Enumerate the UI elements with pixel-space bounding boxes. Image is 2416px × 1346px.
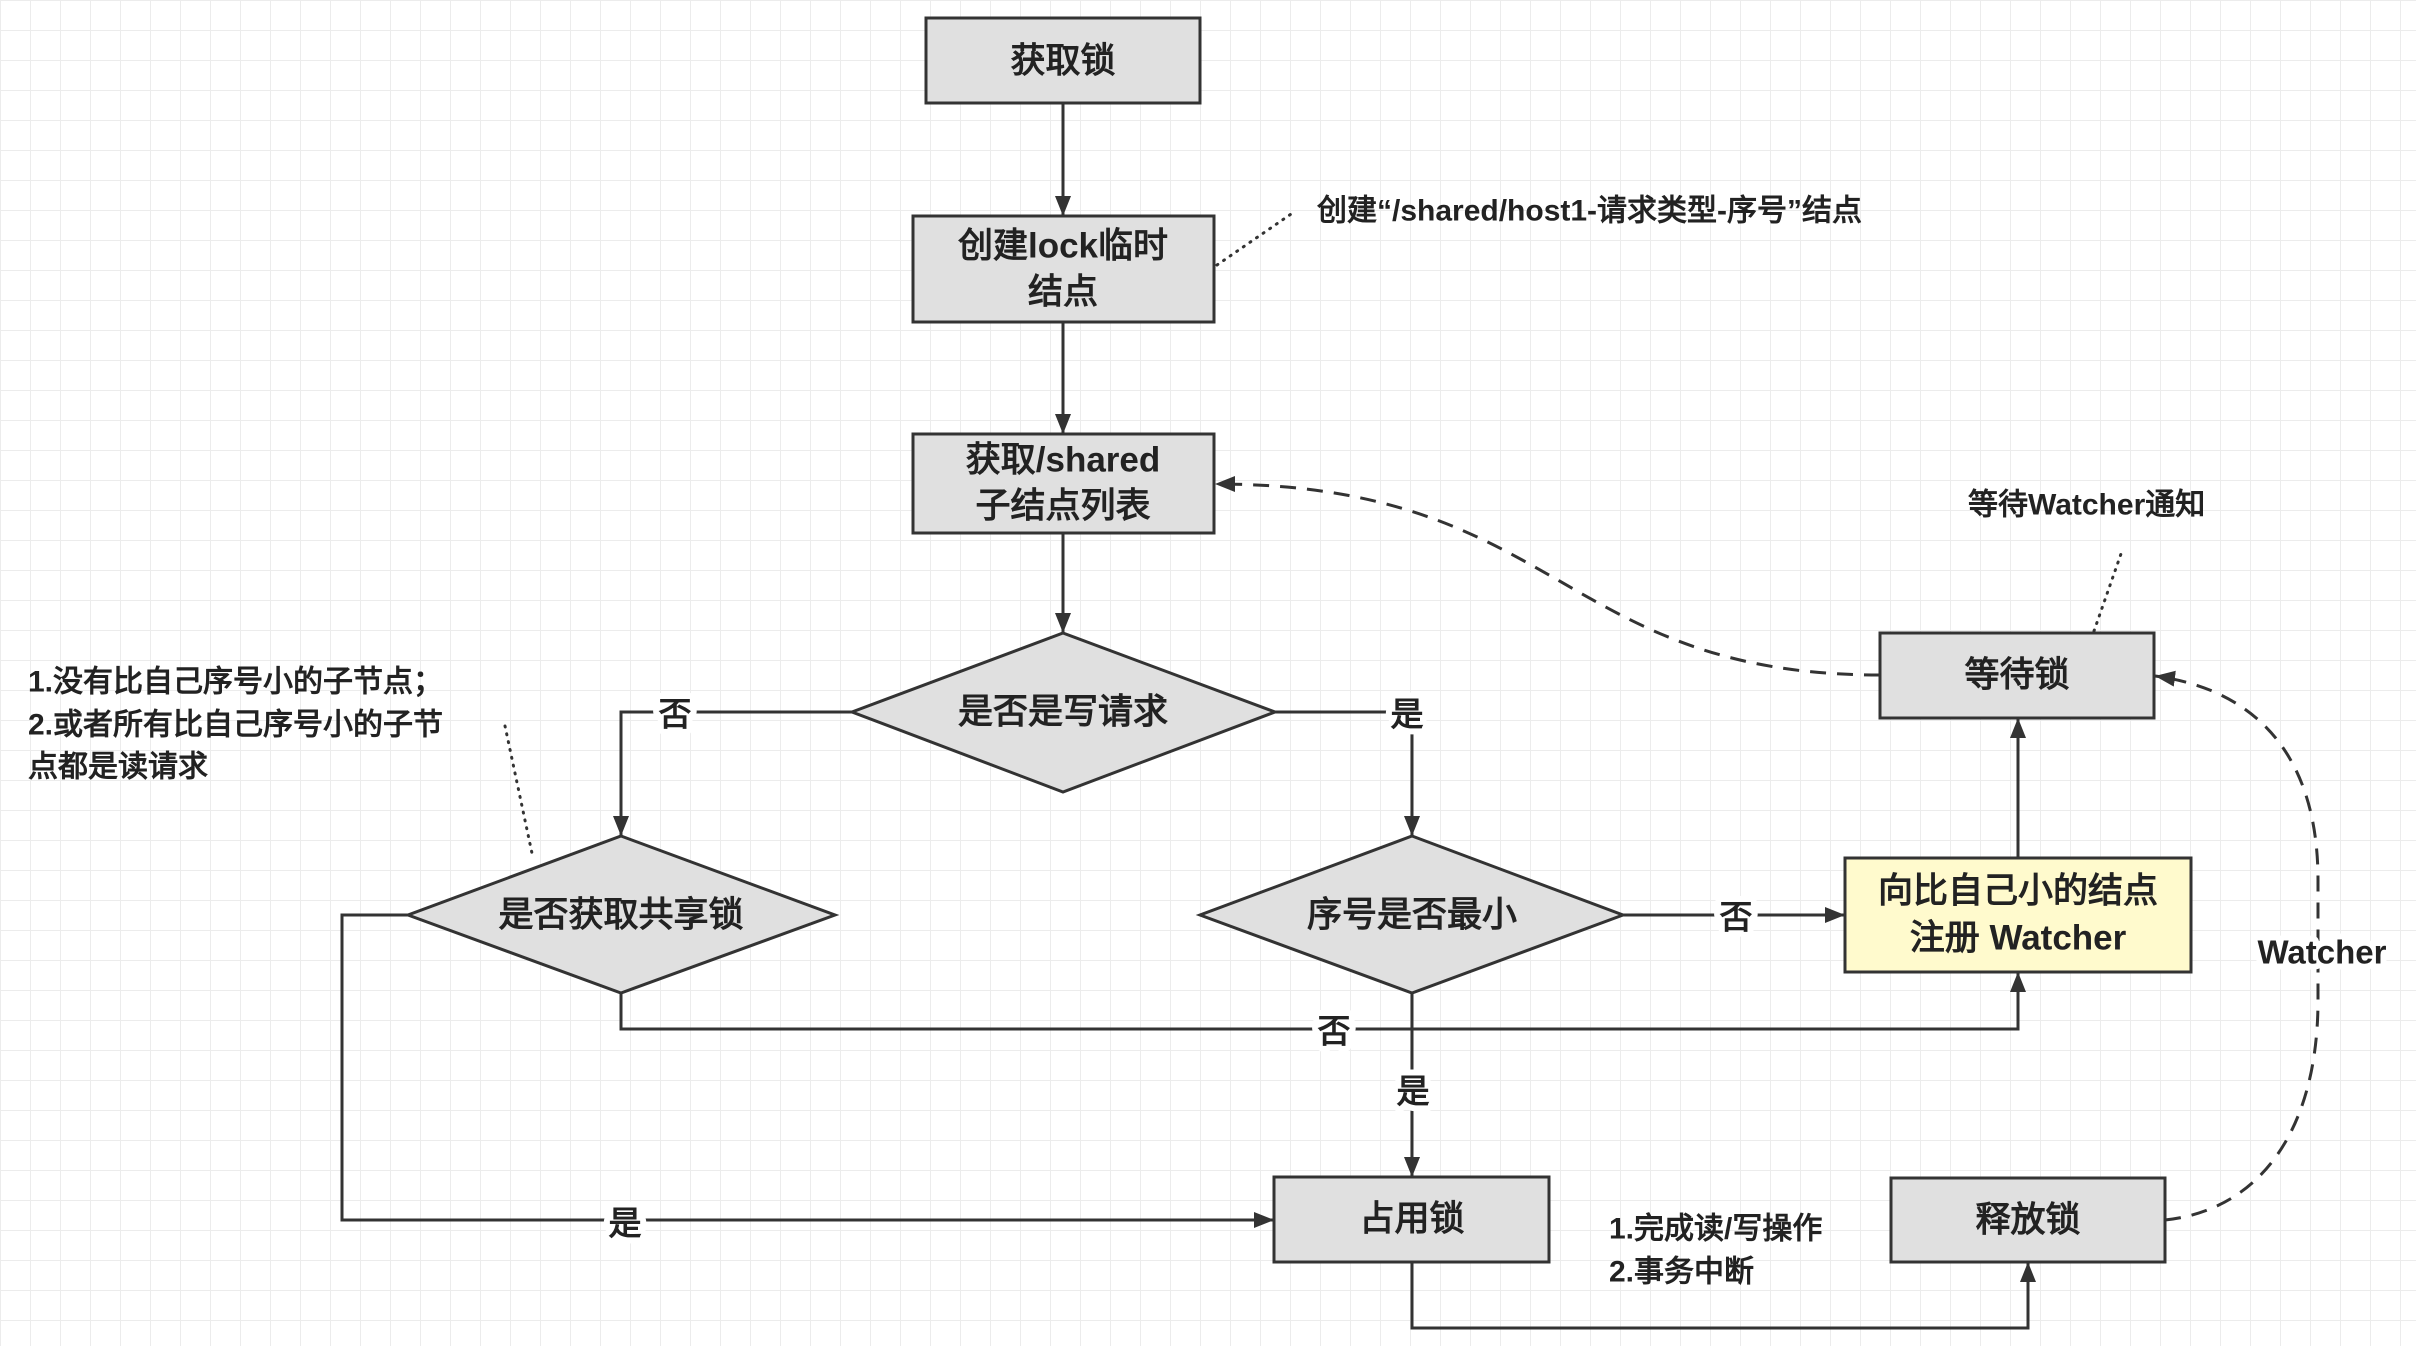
edge-label-shared-yes: 是 [609,1205,642,1242]
decision-is-write-request-label: 是否是写请求 [958,693,1168,732]
node-release-lock: 释放锁 [1889,1176,2167,1264]
edge-write-yes [1275,710,1420,836]
edge-label-shared-no: 否 [1318,1013,1351,1050]
edge-label-write-no: 否 [659,696,692,733]
node-hold-lock: 占用锁 [1272,1175,1551,1264]
annotation-create-node: 创建“/shared/host1-请求类型-序号”结点 [1316,194,1862,228]
annotation-shared-condition-line3: 点都是读请求 [28,751,208,784]
node-acquire-lock-label: 获取锁 [1010,42,1115,81]
decision-is-shared-lock-label: 是否获取共享锁 [498,896,743,935]
annotation-release-line2: 2.事务中断 [1609,1256,1754,1289]
shared-condition-note-connector [503,724,535,860]
node-register-watcher-label-line1: 向比自己小的结点 [1878,872,2158,911]
node-register-watcher-label-line2: 注册 Watcher [1910,919,2127,958]
node-create-node-label-line2: 结点 [1028,273,1098,312]
edge-write-no [613,710,852,836]
node-release-lock-box [1889,1176,2167,1264]
decision-is-write-request-diamond [847,631,1280,794]
annotation-release-line1: 1.完成读/写操作 [1609,1212,1822,1246]
edge-label-smallest-yes: 是 [1397,1073,1430,1110]
node-register-watcher-box [1843,856,2193,974]
edge-label-write-yes: 是 [1391,696,1424,733]
annotation-shared-condition-line1: 1.没有比自己序号小的子节点； [28,665,443,699]
node-wait-lock-label: 等待锁 [1964,656,2069,695]
decision-is-shared-lock: 是否获取共享锁 [403,834,840,995]
node-get-children-label-line1: 获取/shared [966,441,1161,480]
node-create-node-box [911,214,1216,324]
node-hold-lock-label: 占用锁 [1359,1200,1464,1239]
node-get-children-box [911,432,1216,535]
create-note-connector [1215,210,1296,267]
edge-label-smallest-no: 否 [1720,899,1753,936]
node-acquire-lock-box [924,16,1202,105]
edge-release-to-wait [2154,670,2320,1222]
node-create-node: 创建lock临时 结点 [911,214,1216,324]
annotation-wait-watcher: 等待Watcher通知 [1968,488,2205,522]
edge-label-release-watcher: Watcher [2258,934,2387,971]
node-create-node-label-line1: 创建lock临时 [957,227,1168,266]
decision-is-smallest: 序号是否最小 [1195,834,1628,995]
wait-note-connector [2092,549,2124,633]
node-get-children-label-line2: 子结点列表 [975,487,1150,526]
edge-shared-yes [340,913,1274,1228]
decision-is-smallest-diamond [1195,834,1628,995]
decision-is-smallest-label: 序号是否最小 [1307,896,1517,935]
node-hold-lock-box [1272,1175,1551,1264]
edge-shared-no [619,972,2026,1031]
node-get-children: 获取/shared 子结点列表 [911,432,1216,535]
annotation-shared-condition-line2: 2.或者所有比自己序号小的子节 [28,708,443,742]
decision-is-write-request: 是否是写请求 [847,631,1280,794]
node-acquire-lock: 获取锁 [924,16,1202,105]
node-register-watcher: 向比自己小的结点 注册 Watcher [1843,856,2193,974]
node-wait-lock-box [1878,631,2156,720]
edge-hold-to-release [1410,1262,2036,1330]
node-wait-lock: 等待锁 [1878,631,2156,720]
edge-wait-to-get-children [1214,476,1881,677]
decision-is-shared-lock-diamond [403,834,840,995]
node-release-lock-label: 释放锁 [1975,1201,2080,1240]
